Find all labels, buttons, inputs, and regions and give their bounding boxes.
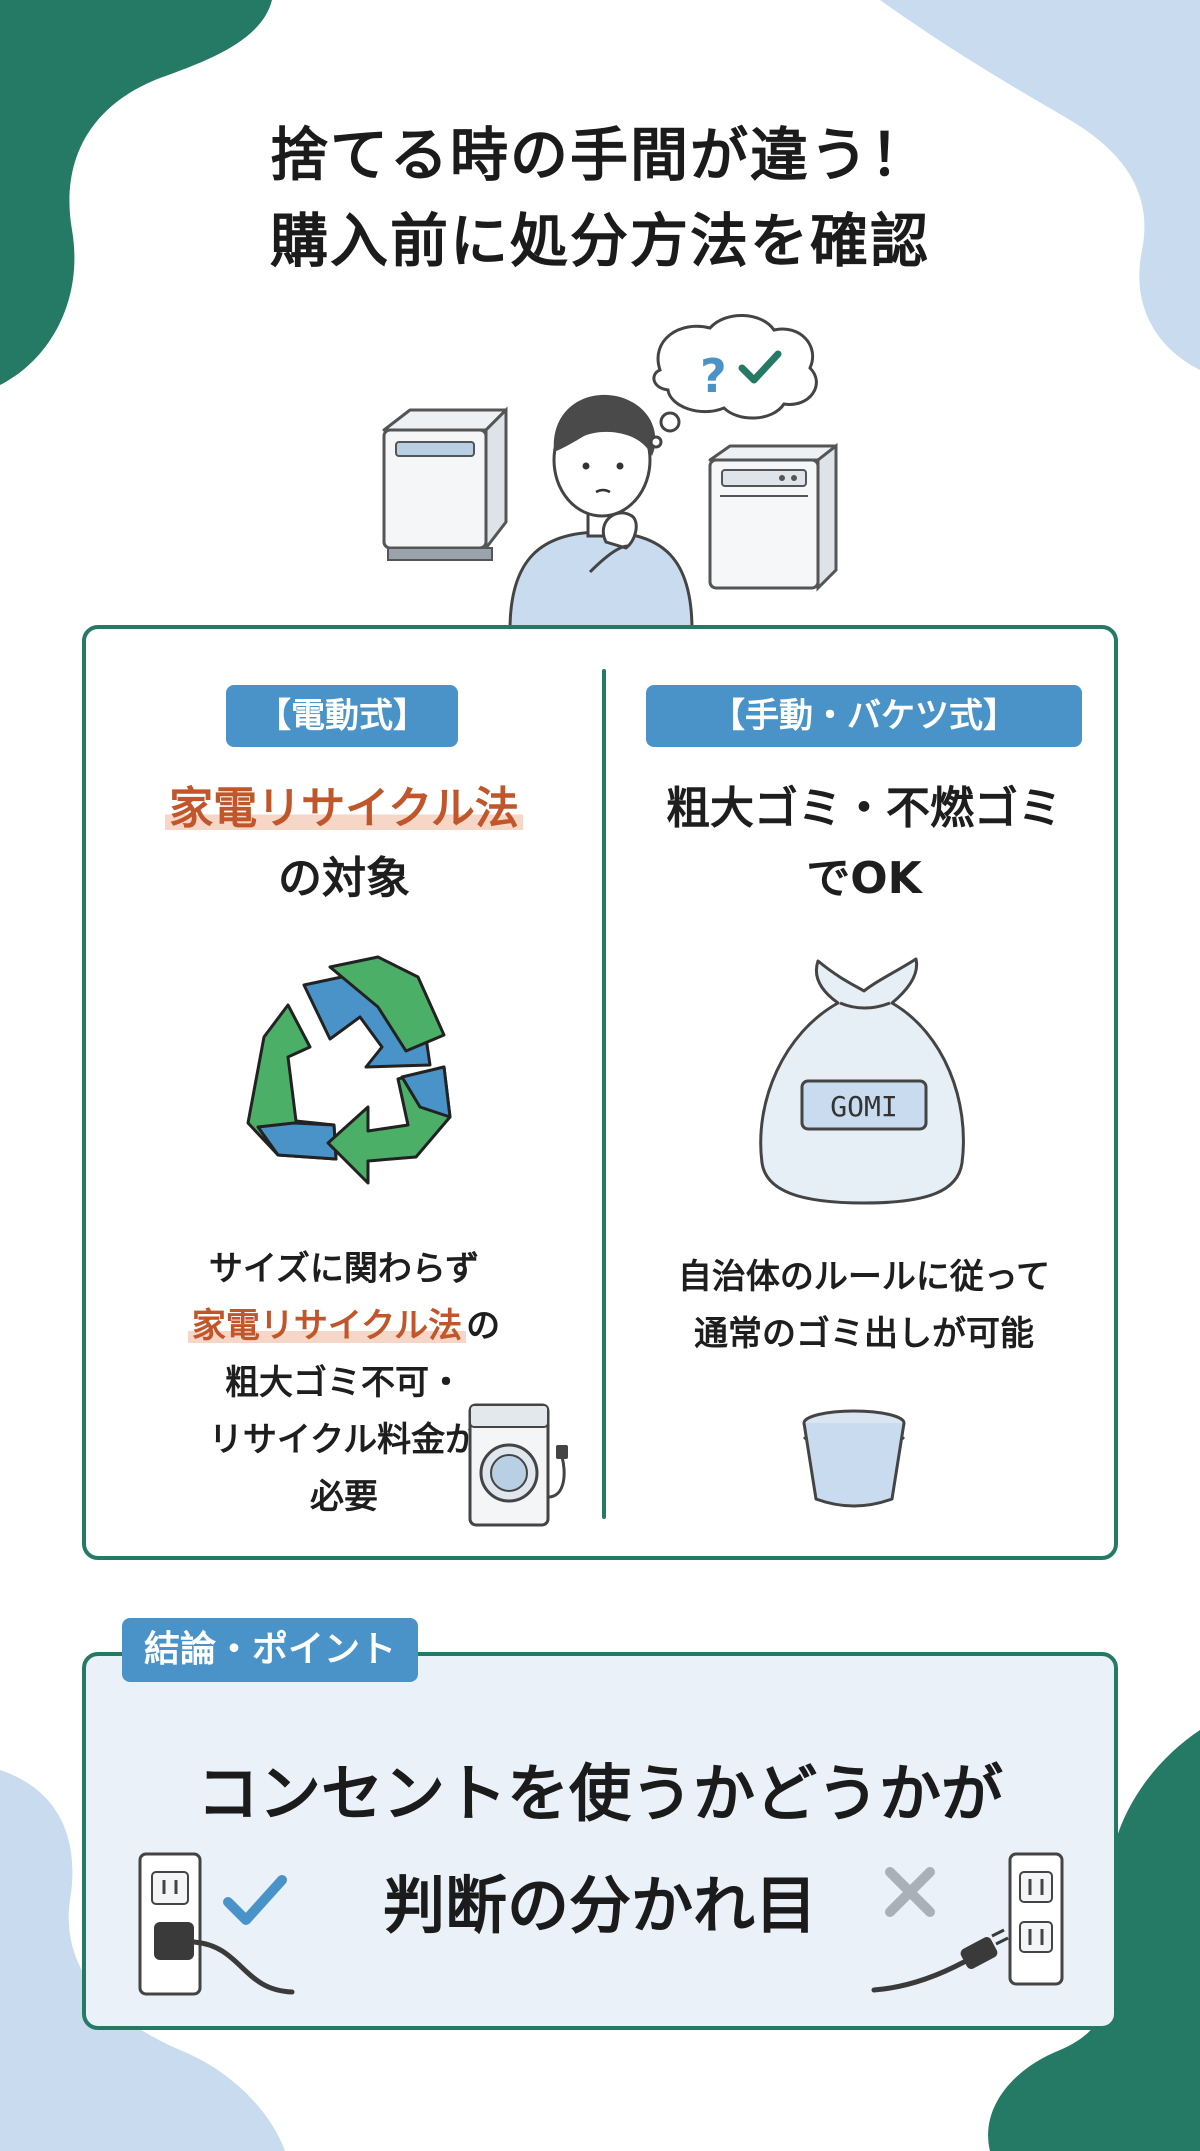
- manual-tag: 【手動・バケツ式】: [646, 685, 1082, 747]
- manual-column: 【手動・バケツ式】 粗大ゴミ・不燃ゴミ でOK GOMI 自治体のルールに従って…: [606, 629, 1122, 1556]
- comparison-card: 【電動式】 家電リサイクル法 の対象 サイズに関わらず 家電リサイクル法の 粗大…: [82, 625, 1118, 1560]
- dishwasher-illustration: [708, 442, 838, 592]
- recycle-icon: [246, 955, 452, 1185]
- bottom-right-green-blob: [988, 1730, 1200, 2151]
- washing-machine-illustration: [382, 406, 508, 561]
- manual-headline-line-1: 粗大ゴミ・不燃ゴミ: [666, 783, 1062, 834]
- conclusion-tag: 結論・ポイント: [122, 1618, 419, 1682]
- title-line-1: 捨てる時の手間が違う！: [269, 121, 930, 189]
- top-right-blue-blob: [880, 0, 1200, 370]
- conclusion-box: [82, 1652, 1118, 2030]
- drum-washer-icon: [468, 1403, 568, 1527]
- manual-description: 自治体のルールに従って 通常のゴミ出しが可能: [606, 1249, 1122, 1363]
- bottom-left-blue-blob: [0, 1770, 285, 2151]
- top-left-green-blob: [0, 0, 272, 385]
- plugged-outlet-icon: [138, 1852, 295, 1996]
- conclusion-line-1: コンセントを使うかどうかが: [196, 1757, 1003, 1830]
- electric-desc-law-highlight: 家電リサイクル法: [187, 1306, 467, 1346]
- question-mark: ?: [700, 349, 727, 403]
- manual-desc-line-1: 自治体のルールに従って: [677, 1257, 1051, 1297]
- electric-description: サイズに関わらず 家電リサイクル法の 粗大ゴミ不可・ リサイクル料金が 必要: [86, 1241, 602, 1526]
- thought-bubble: ?: [649, 314, 818, 449]
- page-title: 捨てる時の手間が違う！ 購入前に処分方法を確認: [0, 112, 1200, 284]
- title-line-2: 購入前に処分方法を確認: [269, 207, 930, 275]
- electric-desc-line-4: リサイクル料金が: [208, 1420, 480, 1460]
- unplugged-outlet-icon: [871, 1852, 1064, 1993]
- electric-desc-line-2-rest: の: [466, 1306, 501, 1346]
- check-icon: [223, 1875, 287, 1925]
- conclusion-line-2: 判断の分かれ目: [382, 1869, 817, 1942]
- bag-label: GOMI: [830, 1090, 897, 1123]
- manual-headline-line-2: でOK: [806, 853, 922, 904]
- hero-illustration: ?: [382, 314, 838, 630]
- electric-law-highlight: 家電リサイクル法: [165, 783, 523, 834]
- electric-headline: 家電リサイクル法 の対象: [86, 774, 602, 914]
- electric-column: 【電動式】 家電リサイクル法 の対象 サイズに関わらず 家電リサイクル法の 粗大…: [86, 629, 602, 1556]
- garbage-bag-icon: GOMI: [759, 957, 965, 1205]
- electric-desc-line-3: 粗大ゴミ不可・: [225, 1363, 463, 1403]
- electric-tag: 【電動式】: [226, 685, 458, 747]
- electric-desc-line-5: 必要: [310, 1477, 378, 1517]
- cross-icon: [885, 1867, 935, 1917]
- column-divider: [602, 669, 606, 1519]
- electric-desc-line-1: サイズに関わらず: [208, 1249, 480, 1289]
- conclusion-text: コンセントを使うかどうかが 判断の分かれ目: [0, 1738, 1200, 1962]
- person-illustration: [508, 394, 694, 630]
- electric-headline-rest: の対象: [278, 853, 410, 904]
- manual-headline: 粗大ゴミ・不燃ゴミ でOK: [606, 774, 1122, 914]
- manual-desc-line-2: 通常のゴミ出しが可能: [694, 1314, 1034, 1354]
- check-icon: [738, 350, 782, 384]
- bucket-icon: [802, 1409, 906, 1508]
